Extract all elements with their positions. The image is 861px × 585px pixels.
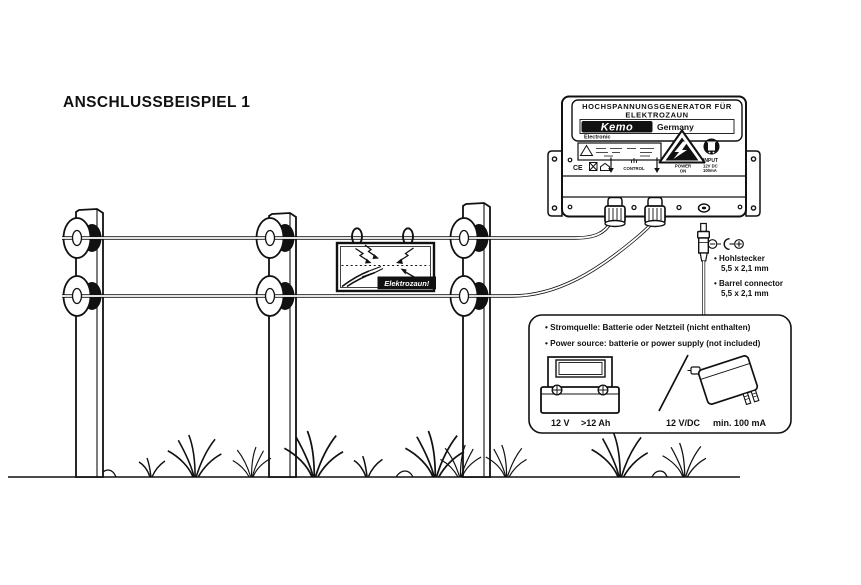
power-label-line1: POWER [675, 164, 692, 169]
input-label: INPUT [703, 158, 718, 164]
or-slash [658, 354, 689, 412]
polarity-icon [707, 238, 744, 250]
screw-icon [551, 205, 558, 211]
dc-input-jack [697, 203, 711, 213]
brand-logo-text: Kemo [601, 122, 634, 134]
brand-sub: Electronic [584, 135, 611, 141]
mounting-flange-left [547, 150, 563, 217]
screw-icon [567, 157, 573, 163]
output-terminal-1 [604, 196, 626, 228]
fence-wire-bottom [62, 220, 655, 298]
hand-shock-illustration [341, 244, 416, 288]
power-label-line2: ON [680, 169, 686, 174]
screw-icon [737, 204, 743, 210]
power-note-en: • Power source: batterie or power supply… [545, 339, 761, 348]
ground-mound [395, 470, 414, 478]
fence-post-left [75, 208, 104, 478]
battery-terminal-bolt [551, 384, 563, 396]
screw-icon [750, 156, 757, 162]
generator-device [547, 95, 761, 228]
input-spec-line2: 100mA [703, 168, 717, 173]
spec-sticker [577, 142, 662, 161]
connector-name-en: • Barrel connector [714, 279, 783, 288]
connector-size-de: 5,5 x 2,1 mm [721, 264, 769, 273]
brand-country: Germany [657, 122, 694, 132]
connector-size-en: 5,5 x 2,1 mm [721, 289, 769, 298]
ce-mark: CE [573, 165, 583, 172]
power-source-callout [528, 314, 792, 434]
down-arrow-icon [608, 168, 614, 173]
house-icon [600, 162, 610, 171]
screw-icon [750, 205, 757, 211]
power-note-de: • Stromquelle: Batterie oder Netzteil (n… [545, 323, 751, 332]
barrel-connector-plug [697, 222, 711, 316]
ground-mound [651, 470, 668, 478]
control-label: CONTROL [623, 166, 645, 171]
warning-sign: Elektrozaun! [335, 227, 436, 293]
compliance-icons [589, 162, 610, 171]
battery-terminal-bolt [597, 384, 609, 396]
adapter-voltage-label: 12 V/DC [666, 418, 701, 428]
connector-name-de: • Hohlstecker [714, 254, 765, 263]
warning-triangle-icon [658, 129, 706, 164]
generator-heading-line2: ELEKTROZAUN [625, 111, 688, 120]
output-terminal-2 [644, 196, 666, 228]
screw-icon [551, 156, 558, 162]
generator-top-panel [571, 99, 743, 142]
screw-icon [676, 204, 682, 211]
crossed-box-icon [589, 162, 598, 171]
sign-label-plate [377, 276, 436, 290]
down-arrow-icon [654, 168, 660, 173]
generator-heading-line1: HOCHSPANNUNGSGENERATOR FÜR [582, 102, 732, 111]
sign-label: Elektrozaun! [384, 279, 430, 288]
fence-wire-top [62, 221, 613, 240]
screw-icon [567, 204, 573, 210]
screw-icon [631, 204, 637, 211]
grass [138, 430, 707, 478]
insulator-centers [71, 229, 470, 305]
page-title: ANSCHLUSSBEISPIEL 1 [63, 94, 250, 111]
ground-line [8, 469, 740, 478]
input-spec-line1: 12V DC [703, 164, 718, 169]
battery-illustration [540, 356, 620, 414]
adapter-illustration [687, 355, 760, 406]
control-arrows [608, 157, 660, 173]
mounting-flange-right [745, 150, 761, 217]
kemo-logo [579, 119, 735, 134]
battery-voltage-label: 12 V [551, 418, 570, 428]
weee-bin-icon [703, 138, 720, 155]
adapter-current-label: min. 100 mA [713, 418, 767, 428]
battery-capacity-label: >12 Ah [581, 418, 610, 428]
